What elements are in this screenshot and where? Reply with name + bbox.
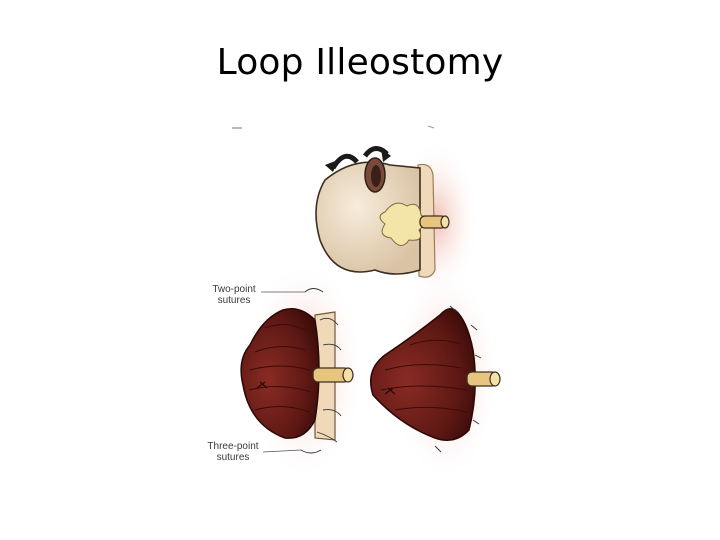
- loop-ileostomy-illustration: [232, 125, 501, 480]
- slide-title: Loop Illeostomy: [216, 42, 504, 83]
- final-stoma-drawing: [370, 270, 501, 480]
- three-point-sutures-label: Three-point sutures: [207, 441, 259, 463]
- stoma-with-sutures-drawing: [240, 260, 365, 480]
- two-point-sutures-label: Two-point sutures: [212, 284, 256, 306]
- bowel-loop-drawing: [315, 140, 480, 300]
